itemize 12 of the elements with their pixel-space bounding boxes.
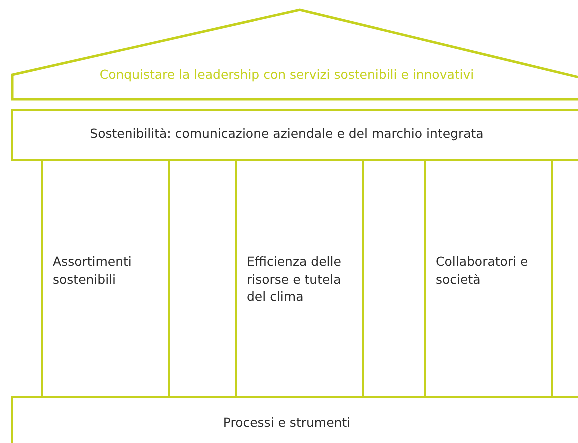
pillar-box: [235, 159, 364, 398]
box-label: Efficienza delle risorse e tutela del clima: [247, 253, 342, 306]
box-label: Collaboratori e società: [436, 253, 530, 288]
pillar-box: [424, 159, 553, 398]
box-label: Assortimenti sostenibili: [53, 253, 133, 288]
roof-heading: Conquistare la leadership con servizi sostenibili e innovativi: [98, 66, 476, 84]
box-label: Sostenibilità: comunicazione aziendale e del marchio integrata: [89, 125, 485, 142]
roof-shape: [11, 8, 578, 101]
pillar-box: [41, 159, 170, 398]
beam-box: [11, 109, 578, 161]
base-box: [11, 396, 578, 443]
box-label: Processi e strumenti: [222, 414, 352, 432]
